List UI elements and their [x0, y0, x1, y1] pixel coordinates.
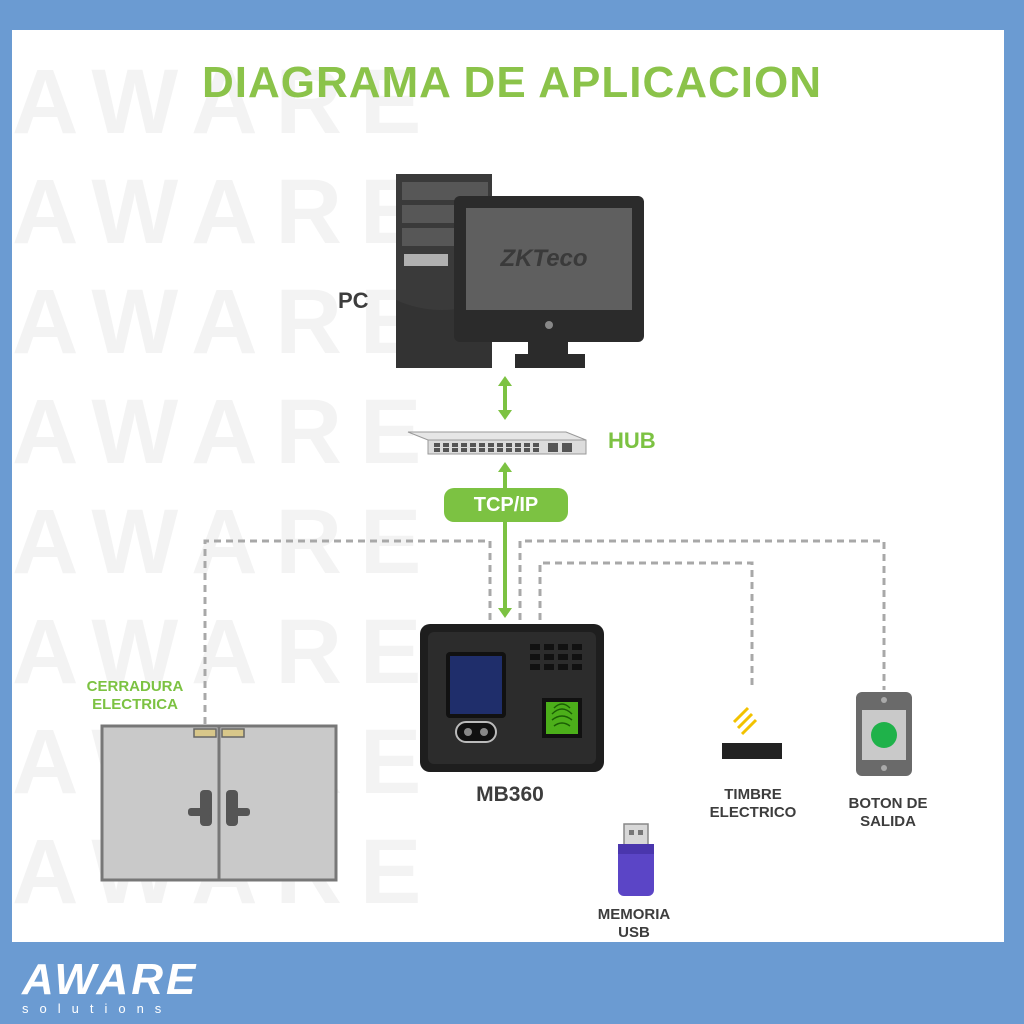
footer-sub: solutions [22, 1001, 173, 1016]
page-title: DIAGRAMA DE APLICACION [201, 58, 823, 107]
pc-hub-arrow [498, 376, 512, 420]
wire-exit-button [518, 539, 886, 690]
footer-brand: AWARE [22, 955, 199, 1004]
pc-monitor [454, 196, 644, 368]
wiring-lines [203, 539, 886, 728]
footer-logo: AWARE solutions [22, 955, 198, 1016]
pc-label: PC [338, 288, 369, 313]
bell-label: TIMBRE ELECTRICO [709, 786, 797, 821]
wire-lock [203, 539, 492, 728]
terminal-label: MB360 [476, 783, 544, 806]
hub-terminal-arrow [498, 462, 512, 618]
door-lock [100, 724, 338, 882]
watermark: AWARE [12, 271, 440, 373]
exit-button-device [856, 692, 912, 776]
hub-switch [407, 431, 587, 455]
watermark: AWARE [12, 381, 440, 483]
screen-brand-logo: ZKTeco [499, 245, 587, 272]
mb360-terminal [420, 624, 604, 772]
usb-memory [618, 823, 654, 896]
wire-bell [538, 561, 754, 688]
lock-label: CERRADURA ELECTRICA [86, 678, 184, 713]
hub-label: HUB [608, 428, 656, 453]
watermark: AWARE [12, 51, 440, 153]
electric-bell [722, 706, 782, 759]
exit-button-label: BOTON DE SALIDA [848, 795, 928, 830]
watermark: AWARE [12, 601, 440, 703]
tcp-ip-badge: TCP/IP [444, 488, 568, 522]
watermark: AWARE [12, 161, 440, 263]
usb-label: MEMORIA USB [597, 906, 671, 941]
